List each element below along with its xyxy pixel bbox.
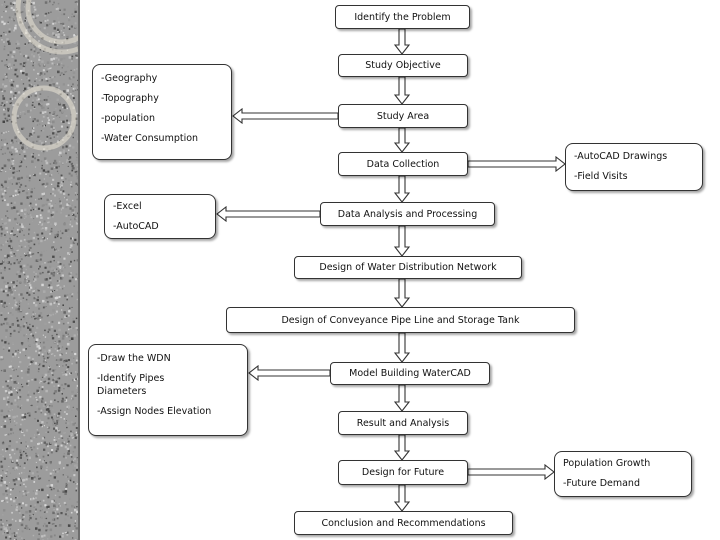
step-design-wdn: Design of Water Distribution Network <box>294 256 522 279</box>
step-label: Design of Water Distribution Network <box>319 262 497 273</box>
step-data-collection: Data Collection <box>338 152 468 176</box>
side-box-data-analysis: -Excel -AutoCAD <box>104 194 216 239</box>
down-arrow-1 <box>393 76 411 105</box>
arrow-to-data-analysis-details <box>216 205 321 223</box>
step-connector-arrows <box>393 28 411 512</box>
side-connector-arrows <box>216 107 566 481</box>
step-label: Result and Analysis <box>356 417 450 429</box>
side-item: -Draw the WDN <box>97 353 171 364</box>
down-arrow-7 <box>393 384 411 412</box>
flowchart: Identify the Problem Study Objective Stu… <box>80 0 720 540</box>
step-study-objective: Study Objective <box>338 54 468 77</box>
down-arrow-8 <box>393 434 411 461</box>
step-label: Data Analysis and Processing <box>337 208 478 220</box>
step-design-conveyance: Design of Conveyance Pipe Line and Stora… <box>226 307 575 333</box>
down-arrow-3 <box>393 175 411 203</box>
side-item: -population <box>101 113 155 124</box>
granite-texture <box>0 0 80 540</box>
side-item: -AutoCAD Drawings <box>574 151 668 162</box>
arrow-to-design-future-details <box>467 463 555 481</box>
side-box-data-collection: -AutoCAD Drawings -Field Visits <box>565 143 703 191</box>
step-label: Design of Conveyance Pipe Line and Stora… <box>281 314 520 326</box>
down-arrow-9 <box>393 484 411 512</box>
side-item: -Field Visits <box>574 171 628 182</box>
step-model-building: Model Building WaterCAD <box>330 362 490 385</box>
arrow-to-study-area-details <box>232 107 339 125</box>
side-item: -Identify Pipes Diameters <box>97 373 165 397</box>
side-item: -Future Demand <box>563 478 640 489</box>
step-label: Identify the Problem <box>354 11 451 23</box>
step-label: Data Collection <box>366 158 440 170</box>
side-item: -AutoCAD <box>113 221 159 232</box>
step-label: Conclusion and Recommendations <box>321 517 486 529</box>
arrow-to-model-building-details <box>248 364 331 382</box>
side-box-study-area: -Geography -Topography -population -Wate… <box>92 64 232 160</box>
step-identify-problem: Identify the Problem <box>335 5 470 29</box>
flowchart-arrows <box>216 28 566 512</box>
step-study-area: Study Area <box>338 104 468 128</box>
side-box-model-building: -Draw the WDN -Identify Pipes Diameters … <box>88 344 248 436</box>
step-label: Model Building WaterCAD <box>349 368 471 379</box>
down-arrow-0 <box>393 28 411 55</box>
step-label: Study Area <box>376 110 430 122</box>
down-arrow-4 <box>393 225 411 257</box>
step-label: Study Objective <box>365 60 441 71</box>
side-item: -Excel <box>113 201 142 212</box>
step-result-analysis: Result and Analysis <box>338 411 468 435</box>
sidebar-edge <box>78 0 80 540</box>
side-item: Population Growth <box>563 458 651 469</box>
down-arrow-2 <box>393 127 411 153</box>
step-data-analysis: Data Analysis and Processing <box>320 202 495 226</box>
side-item: -Assign Nodes Elevation <box>97 406 212 417</box>
down-arrow-6 <box>393 332 411 363</box>
step-design-future: Design for Future <box>338 460 468 485</box>
side-item: -Topography <box>101 93 159 104</box>
down-arrow-5 <box>393 278 411 308</box>
step-conclusion: Conclusion and Recommendations <box>294 511 513 535</box>
side-box-design-future: Population Growth -Future Demand <box>554 451 692 497</box>
arrow-to-data-collection-details <box>467 155 566 173</box>
side-item: -Water Consumption <box>101 133 199 144</box>
side-item: -Geography <box>101 73 158 84</box>
decorative-sidebar <box>0 0 80 540</box>
step-label: Design for Future <box>361 467 445 478</box>
